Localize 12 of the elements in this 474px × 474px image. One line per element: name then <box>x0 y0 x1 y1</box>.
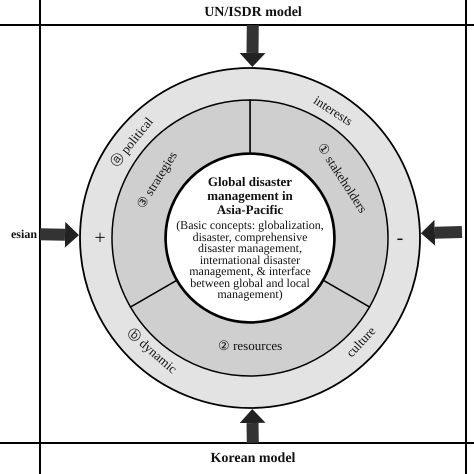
center-title: Global disaster management in Asia-Pacific <box>206 174 294 217</box>
center-description: (Basic concepts: globalization, disaster, comprehensive disaster management, international disaster management, & interface between global and local management) <box>175 220 325 302</box>
model-label: esian <box>10 226 37 242</box>
block-arrow <box>420 220 462 246</box>
ring-label: - <box>396 228 404 248</box>
model-label: Korean model <box>210 450 296 466</box>
ring-label: + <box>94 228 106 248</box>
block-arrow <box>240 409 266 444</box>
block-arrow <box>240 24 266 67</box>
segment-label: ② resources <box>218 339 282 353</box>
model-label: UN/ISDR model <box>204 4 302 20</box>
block-arrow <box>40 222 79 248</box>
